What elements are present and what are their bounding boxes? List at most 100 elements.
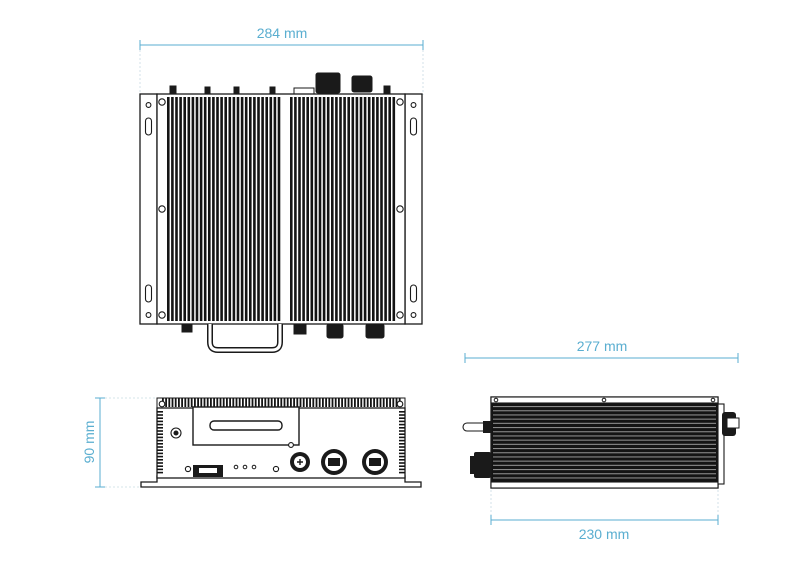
heatsink-fin [326,97,330,321]
serration-fin [264,398,267,407]
serration-fin [312,398,315,407]
serration-fin [325,398,327,407]
serration-fin [389,398,391,407]
heatsink-fin [380,97,383,321]
side-screws [493,397,716,403]
heatsink-fin [220,97,223,321]
side-fin-highlight [493,464,716,466]
serration-fin [200,398,203,407]
side-fin [399,468,405,471]
side-fin [157,411,163,413]
top-bottom-connectors [181,323,385,339]
heatsink-fin [310,97,314,321]
serration-fin [350,398,353,407]
heatsink-fin [343,97,346,321]
side-fin [157,455,163,458]
serration-fin [178,398,180,407]
heatsink-fin [331,97,334,321]
heatsink-fin [261,97,264,321]
serration-fin [248,398,251,407]
heatsink-fin [191,97,195,321]
serration-fin [286,398,289,407]
side-fin-highlight [493,460,716,462]
side-fin [157,459,163,461]
serration-fin [373,398,375,407]
access-panel-slot [209,420,283,431]
serration-fin [238,398,241,407]
right-flange [404,93,423,325]
heatsink-fin [273,97,277,321]
serration-fin [357,398,359,407]
side-fin [399,427,405,429]
serration-fin [322,398,324,407]
side-fin [157,439,163,442]
serration-fin [293,398,295,407]
serration-fin [309,398,311,407]
side-fin-highlight [493,439,716,441]
heatsink-fin [179,97,182,321]
serration-fin [347,398,350,407]
left-flange [139,93,158,325]
carry-handle [207,324,283,353]
heatsink-fin [335,97,338,321]
serration-fin [213,398,215,407]
heatsink-fin [175,97,178,321]
heatsink-fin [294,97,297,321]
status-leds [233,464,257,470]
serration-fin [376,398,379,407]
heatsink-fin [318,97,322,321]
side-fin [399,423,405,426]
heatsink-fin [363,97,367,321]
circular-connector-1 [321,449,347,475]
serration-fin [229,398,231,407]
serration-fin [344,398,347,407]
serration-fin [296,398,299,407]
side-fin [157,423,163,426]
label-front-height: 90 mm [81,420,97,464]
side-right-connectors [717,403,740,485]
side-fin [157,420,163,423]
side-fin [157,433,163,435]
heatsink-fin [265,97,268,321]
serration-fin [184,398,187,407]
heatsink-fin [171,97,174,321]
dimension-side-body-length [490,515,719,525]
side-fin-highlight [493,473,716,475]
serration-fin [203,398,206,407]
serration-fin [197,398,199,407]
serration-fin [338,398,340,407]
serration-fin [299,398,302,407]
serration-fin [194,398,196,407]
dimension-side-length [464,353,739,363]
serration-fin [274,398,276,407]
serration-fin [363,398,366,407]
heatsink-fin [224,97,227,321]
serration-fin [174,398,177,407]
serration-fin [366,398,369,407]
side-fin-highlight [493,410,716,412]
heatsink-fin [244,97,248,321]
serration-fin [226,398,228,407]
side-fin [157,443,163,445]
guide-lines-side [490,490,719,515]
serration-fin [360,398,363,407]
side-fin [157,430,163,432]
side-fin-highlight [493,435,716,437]
top-connectors [169,72,391,95]
heatsink-fin [187,97,191,321]
heatsink-fin [195,97,199,321]
dimension-top-width [139,40,424,50]
front-side-fins [157,411,405,474]
serration-fin [290,398,292,407]
serration-fin [216,398,219,407]
serration-fin [283,398,286,407]
serration-fin [171,398,174,407]
side-fin [399,446,405,448]
side-fin [399,462,405,464]
side-antenna [462,421,491,433]
front-top-fins [162,398,401,407]
side-fin [399,411,405,413]
side-fin [399,433,405,435]
